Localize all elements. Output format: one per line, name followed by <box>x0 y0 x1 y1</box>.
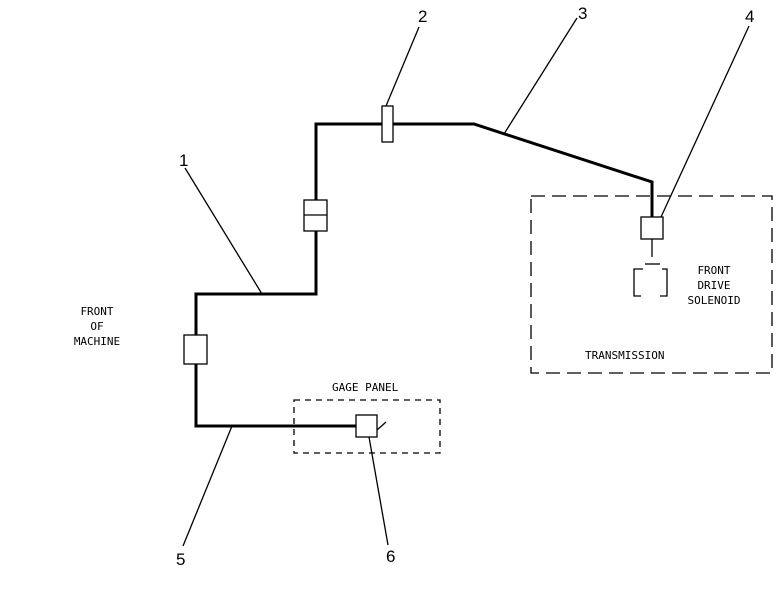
svg-text:DRIVE: DRIVE <box>697 279 730 292</box>
callout-2: 2 <box>418 7 427 26</box>
solenoid-symbol <box>633 263 668 297</box>
gage-panel-component <box>355 414 387 438</box>
front-drive-solenoid-label: FRONT DRIVE SOLENOID <box>688 264 741 307</box>
callout-6: 6 <box>386 547 395 566</box>
connector-vertical-upper <box>303 199 328 232</box>
svg-text:MACHINE: MACHINE <box>74 335 120 348</box>
svg-text:OF: OF <box>90 320 103 333</box>
transmission-label: TRANSMISSION <box>585 349 664 362</box>
callout-3: 3 <box>578 4 587 23</box>
callout-1: 1 <box>179 151 188 170</box>
callout-4: 4 <box>745 7 754 26</box>
leader-3 <box>503 17 578 135</box>
svg-text:FRONT: FRONT <box>697 264 730 277</box>
leader-2 <box>385 26 420 107</box>
connector-lower-left <box>183 334 208 365</box>
callout-5: 5 <box>176 550 185 569</box>
leader-6 <box>368 436 389 546</box>
svg-text:SOLENOID: SOLENOID <box>688 294 741 307</box>
connector-top <box>381 105 394 143</box>
svg-text:FRONT: FRONT <box>80 305 113 318</box>
harness-wire <box>194 122 654 428</box>
gage-panel-label: GAGE PANEL <box>332 381 399 394</box>
leader-4 <box>660 25 750 218</box>
leader-1 <box>184 167 263 295</box>
transmission-connector <box>640 216 664 240</box>
leader-5 <box>182 425 233 547</box>
gage-panel-box <box>293 399 441 454</box>
front-of-machine-label: FRONT OF MACHINE <box>74 305 120 348</box>
transmission-box <box>530 195 773 374</box>
